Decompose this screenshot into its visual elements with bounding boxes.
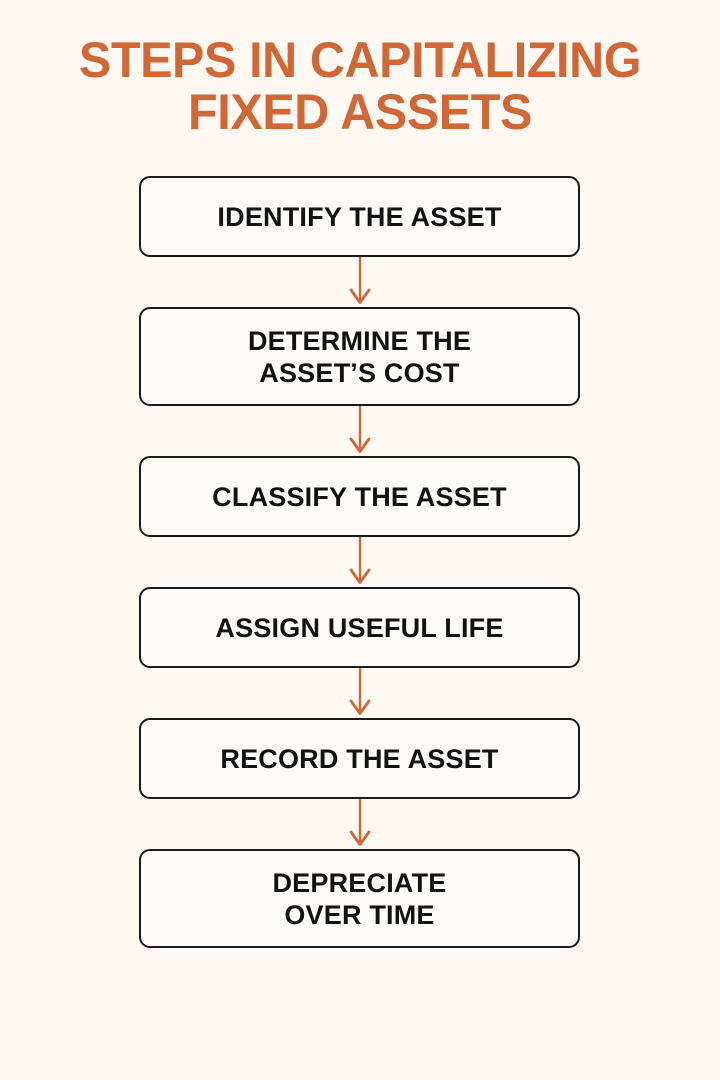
flow-step-2: DETERMINE THE ASSET’S COST	[139, 307, 580, 406]
flow-connector-4-to-5	[139, 668, 580, 718]
flow-step-5-label: RECORD THE ASSET	[220, 743, 499, 774]
flow-step-6: DEPRECIATE OVER TIME	[139, 849, 580, 948]
arrow-down-icon	[349, 257, 370, 304]
arrow-down-icon	[349, 668, 370, 715]
flow-step-3: CLASSIFY THE ASSET	[139, 456, 580, 537]
flow-step-4-label: ASSIGN USEFUL LIFE	[215, 612, 504, 643]
arrow-down-icon	[349, 799, 370, 846]
flow-step-5: RECORD THE ASSET	[139, 718, 580, 799]
flow-connector-1-to-2	[139, 257, 580, 307]
flow-step-4: ASSIGN USEFUL LIFE	[139, 587, 580, 668]
flowchart: IDENTIFY THE ASSET DETERMINE THE ASSET’S…	[139, 176, 580, 948]
flow-step-6-label: DEPRECIATE OVER TIME	[272, 867, 447, 930]
arrow-down-icon	[349, 406, 370, 453]
flow-step-1-label: IDENTIFY THE ASSET	[217, 201, 502, 232]
flow-connector-2-to-3	[139, 406, 580, 456]
page-title: STEPS IN CAPITALIZING FIXED ASSETS	[0, 34, 720, 138]
flow-step-2-label: DETERMINE THE ASSET’S COST	[247, 325, 472, 388]
flow-step-1: IDENTIFY THE ASSET	[139, 176, 580, 257]
flow-connector-3-to-4	[139, 537, 580, 587]
flow-step-3-label: CLASSIFY THE ASSET	[212, 481, 507, 512]
page-title-line-2: FIXED ASSETS	[188, 84, 532, 140]
arrow-down-icon	[349, 537, 370, 584]
page-title-line-1: STEPS IN CAPITALIZING	[78, 32, 642, 88]
flow-connector-5-to-6	[139, 799, 580, 849]
